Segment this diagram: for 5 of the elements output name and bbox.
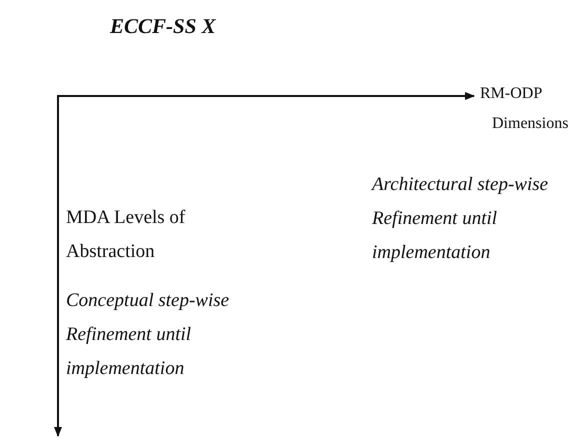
annotation-text: Conceptual step-wise Refinement until implementation	[66, 289, 230, 381]
axis-label: MDA Levels of Abstraction	[66, 206, 186, 264]
diagram-title: ECCF-SS X	[110, 14, 216, 39]
axis-label: RM-ODP Dimensions	[480, 84, 570, 134]
annotation-text: Architectural step-wise Refinement until implementation	[372, 173, 550, 265]
